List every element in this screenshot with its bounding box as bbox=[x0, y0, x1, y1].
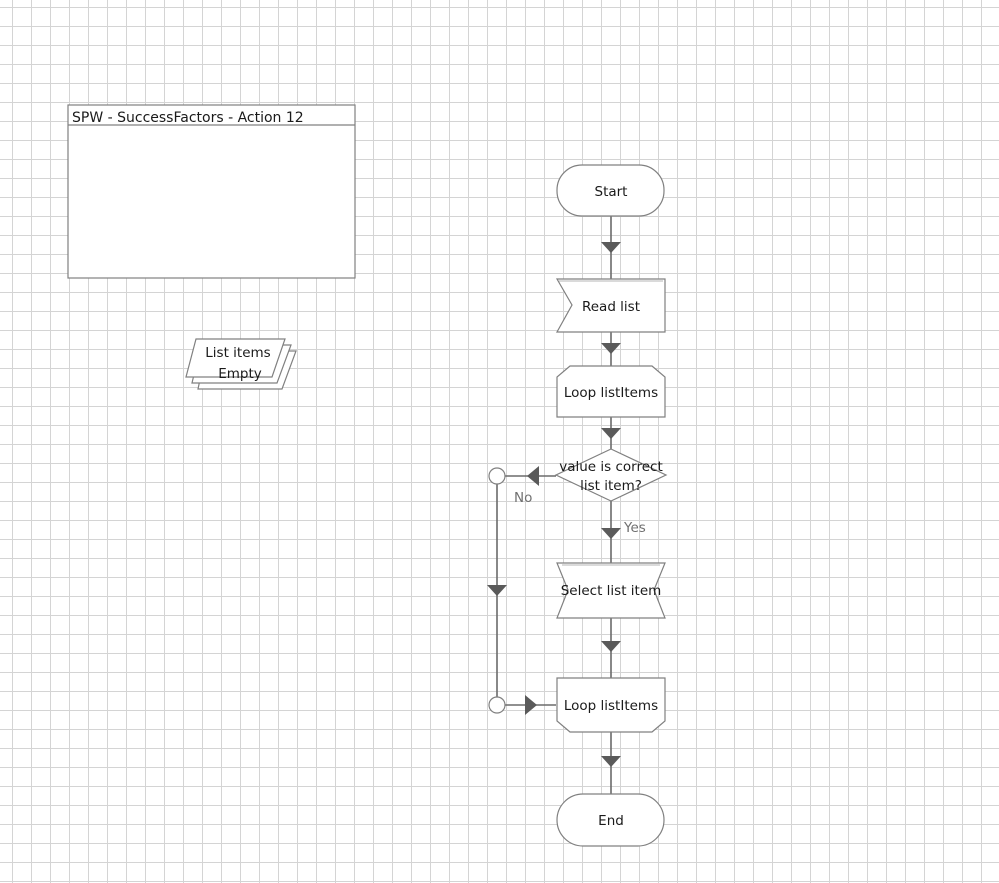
process-box-frame bbox=[67, 104, 356, 279]
arrow-decision-no bbox=[527, 466, 539, 486]
decision-label-line1: value is correct bbox=[559, 459, 663, 475]
decision-label-line2: list item? bbox=[580, 478, 642, 494]
node-loop-start[interactable]: Loop listItems bbox=[556, 365, 666, 418]
edge-label-yes: Yes bbox=[623, 520, 646, 536]
data-object-front-sheet bbox=[185, 338, 286, 378]
start-label: Start bbox=[595, 184, 628, 200]
select-list-item-label: Select list item bbox=[561, 583, 662, 599]
arrow-start-to-read bbox=[601, 242, 621, 253]
select-list-item-shape bbox=[556, 562, 666, 619]
data-object-label-line2: Empty bbox=[218, 366, 262, 382]
end-label: End bbox=[598, 813, 624, 829]
connector-no-bottom[interactable] bbox=[488, 696, 506, 714]
process-box-title: SPW - SuccessFactors - Action 12 bbox=[72, 110, 304, 126]
end-shape bbox=[556, 793, 665, 847]
data-object-list-items[interactable]: List items Empty bbox=[185, 338, 297, 390]
loop-end-label: Loop listItems bbox=[564, 698, 658, 714]
arrow-loop-to-decision bbox=[601, 428, 621, 439]
loop-start-shape bbox=[556, 365, 666, 418]
connector-no-top[interactable] bbox=[488, 467, 506, 485]
data-object-label-line1: List items bbox=[205, 345, 270, 361]
decision-shape bbox=[554, 448, 668, 502]
loop-end-shape bbox=[556, 677, 666, 733]
read-list-label: Read list bbox=[582, 299, 640, 315]
arrow-no-to-loopend bbox=[525, 695, 537, 715]
node-start[interactable]: Start bbox=[556, 164, 665, 217]
start-shape bbox=[556, 164, 665, 217]
node-end[interactable]: End bbox=[556, 793, 665, 847]
node-loop-end[interactable]: Loop listItems bbox=[556, 677, 666, 733]
node-read-list[interactable]: Read list bbox=[555, 278, 666, 333]
arrow-loopend-to-end bbox=[601, 756, 621, 767]
node-select-list-item[interactable]: Select list item bbox=[556, 562, 666, 619]
edge-label-no: No bbox=[514, 490, 532, 506]
loop-start-label: Loop listItems bbox=[564, 385, 658, 401]
arrow-read-to-loop bbox=[601, 343, 621, 354]
read-list-shape bbox=[555, 278, 666, 333]
arrow-no-vertical bbox=[487, 585, 507, 596]
arrow-decision-yes bbox=[601, 528, 621, 539]
arrow-select-to-loopend bbox=[601, 641, 621, 652]
process-box[interactable]: SPW - SuccessFactors - Action 12 bbox=[67, 104, 356, 279]
node-decision[interactable]: value is correct list item? bbox=[554, 448, 668, 502]
